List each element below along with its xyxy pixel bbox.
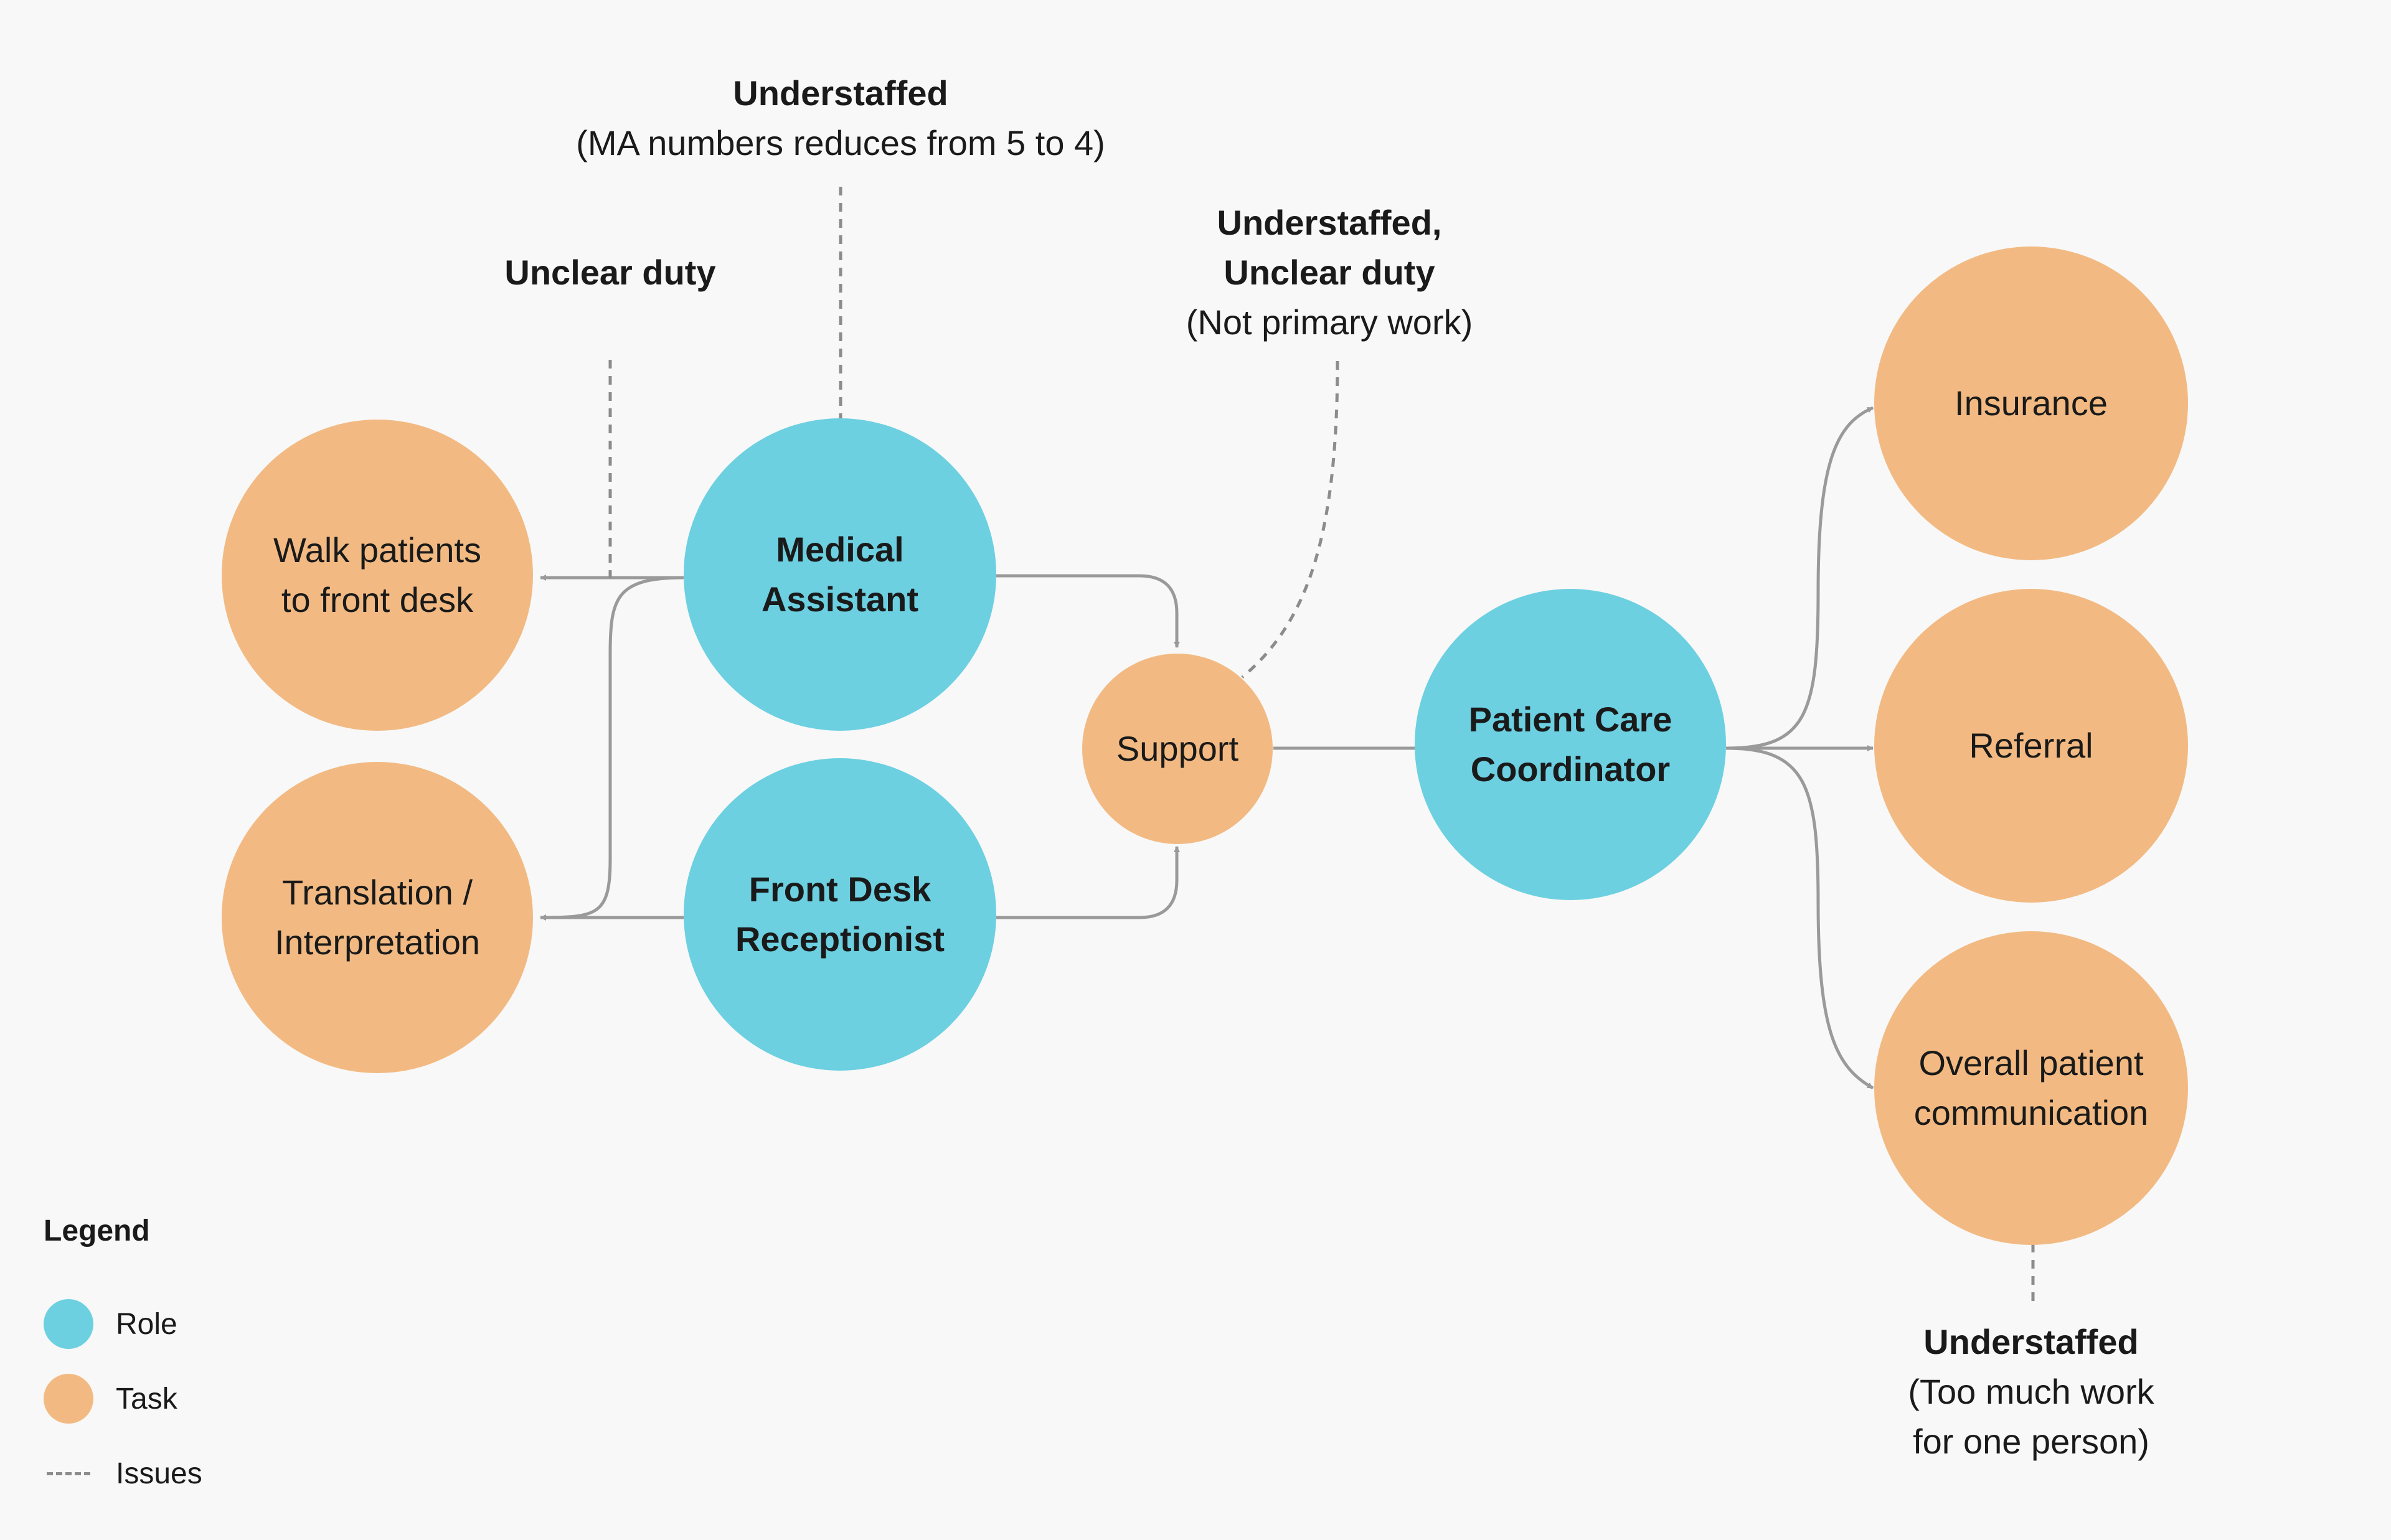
issue-title: Understaffed (1923, 1322, 2139, 1361)
edge-pcc-to-communication (1725, 746, 1874, 1090)
task-translation: Translation / Interpretation (222, 762, 533, 1073)
issue-subtitle: (MA numbers reduces from 5 to 4) (576, 123, 1105, 162)
issue-subtitle: (Not primary work) (1186, 303, 1473, 342)
edge-ma-to-support (996, 574, 1180, 648)
role-swatch-icon (44, 1299, 93, 1349)
issue-title: Understaffed (733, 73, 948, 113)
issue-communication: Understaffed (Too much work for one pers… (1908, 1317, 2154, 1467)
task-insurance: Insurance (1874, 246, 2188, 560)
role-medical-assistant: Medical Assistant (684, 418, 996, 731)
legend-label: Issues (116, 1457, 202, 1490)
legend-item-role: Role (44, 1299, 177, 1349)
edge-fd-to-support (996, 846, 1180, 919)
task-label: Overall patient communication (1913, 1043, 2149, 1132)
edge-ma-to-translation (540, 576, 684, 921)
legend-item-task: Task (44, 1374, 177, 1424)
role-label: Front Desk Receptionist (735, 870, 945, 959)
task-label: Referral (1969, 726, 2093, 765)
dashed-line-icon (47, 1472, 90, 1475)
edge-pcc-to-insurance (1725, 406, 1874, 750)
task-walk-patients: Walk patients to front desk (222, 420, 533, 731)
role-patient-care-coordinator: Patient Care Coordinator (1415, 589, 1726, 900)
issue-ma-understaffed: Understaffed (MA numbers reduces from 5 … (576, 68, 1105, 168)
issue-subtitle: (Too much work for one person) (1908, 1372, 2154, 1461)
legend-label: Task (116, 1382, 177, 1416)
role-label: Medical Assistant (761, 530, 919, 619)
issue-title: Understaffed, Unclear duty (1217, 203, 1442, 292)
legend-label: Role (116, 1307, 177, 1341)
legend-item-issues: Issues (44, 1448, 202, 1498)
issue-title: Unclear duty (504, 253, 716, 292)
legend-title: Legend (44, 1214, 150, 1247)
task-swatch-icon (44, 1374, 93, 1424)
task-label: Support (1116, 729, 1239, 768)
task-overall-communication: Overall patient communication (1874, 931, 2188, 1245)
task-support: Support (1082, 654, 1273, 844)
role-label: Patient Care Coordinator (1468, 700, 1672, 789)
task-label: Walk patients to front desk (273, 530, 482, 619)
task-label: Translation / Interpretation (275, 873, 480, 962)
issue-line-support (1241, 360, 1339, 678)
task-referral: Referral (1874, 589, 2188, 903)
role-front-desk-receptionist: Front Desk Receptionist (684, 758, 996, 1071)
issue-support: Understaffed, Unclear duty (Not primary … (1186, 198, 1473, 347)
task-label: Insurance (1955, 383, 2108, 423)
issue-walk-unclear: Unclear duty (504, 248, 715, 298)
